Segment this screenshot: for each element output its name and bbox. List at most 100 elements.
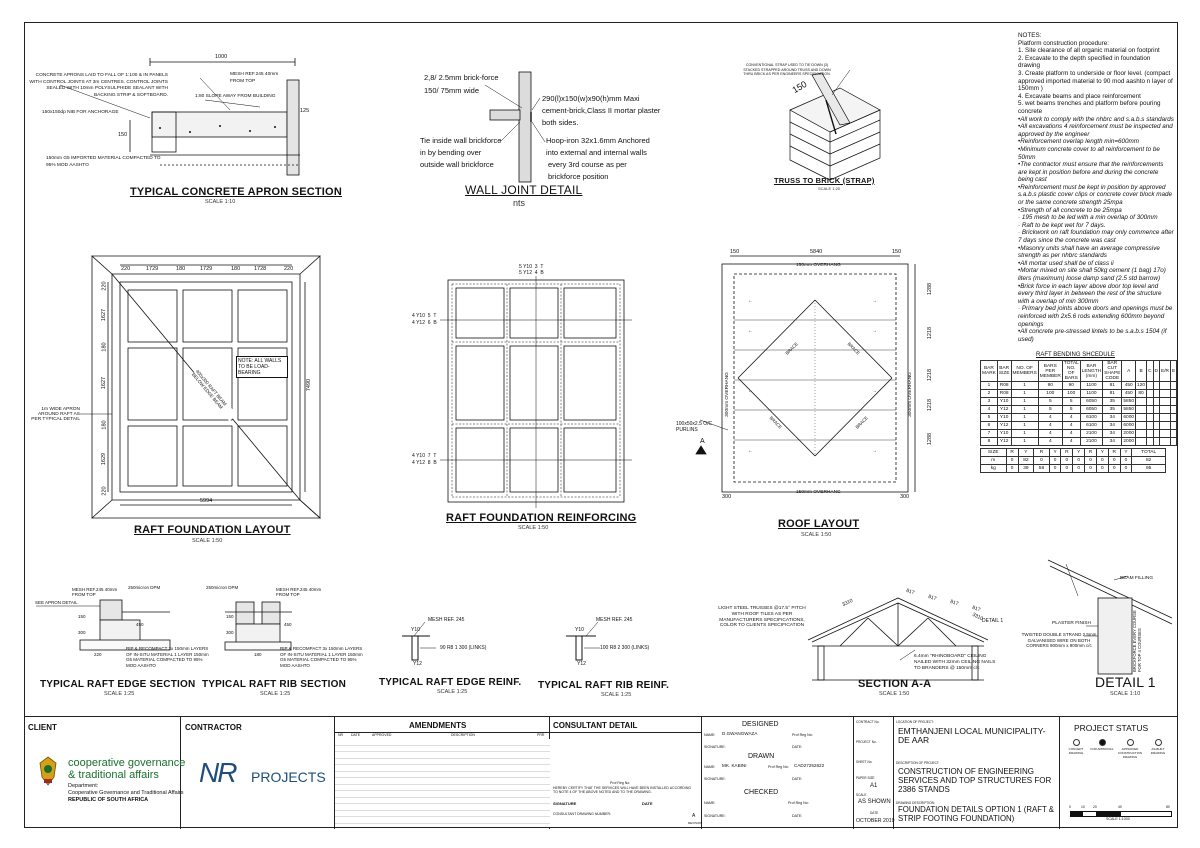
amend-header: APPROVED xyxy=(372,733,392,737)
amend-header: DATE xyxy=(351,733,361,737)
raft-layout-scale: SCALE 1:50 xyxy=(192,538,223,544)
bending-header-row: BAR MARK BAR SIZE NO. OF MEMBERS BARS PE… xyxy=(980,360,1178,382)
wall-joint-label-7: in by bending over xyxy=(420,148,482,157)
revision-label: REVISION xyxy=(688,821,703,825)
apron-note-nib: 150x150dp NIB FOR ANCHORAGE xyxy=(42,110,119,115)
section-aa-detail-tag: DETAIL 1 xyxy=(982,618,1004,624)
truss-note: CONVENTIONAL STRAP USED TO TIE DOWN (3) … xyxy=(743,63,831,76)
status-item-label: APPROVED CONSTRUCTION DRAWING xyxy=(1117,747,1143,759)
roof-overhang-bottom: 150mm OVERHANG xyxy=(796,490,841,495)
wall-joint-label-4: cement-brick,Class II mortar plaster xyxy=(542,106,661,115)
date-value: OCTOBER 2019 xyxy=(856,818,895,824)
client-label: CLIENT xyxy=(28,723,57,732)
designed-signature-label: SIGNATURE: xyxy=(704,745,726,749)
notes-item: · 195 mesh to be led with a min overlap … xyxy=(1018,214,1158,222)
drawn-date-label: DATE: xyxy=(792,777,803,781)
client-cell: CLIENT cooperative governance & traditio… xyxy=(24,717,185,829)
designed-prof-reg: Prof Reg No: xyxy=(792,733,813,737)
truss-title: TRUSS TO BRICK (STRAP) xyxy=(774,176,875,185)
edge-label-mesh: MESH REF.245 40mm FROM TOP xyxy=(72,587,118,597)
designed-label: DESIGNED xyxy=(742,721,779,728)
notes-item: · Raft to be kept wet for 7 days. xyxy=(1018,221,1106,229)
edge-label-dpm: 250micron DPM xyxy=(128,585,161,590)
raft-reinforcing-scale: SCALE 1:50 xyxy=(518,525,549,531)
wall-joint-label-8: outside wall brickforce xyxy=(420,160,494,169)
consultant-prof-reg: Prof Reg No: xyxy=(610,781,631,785)
bending-cell: 1 xyxy=(1010,437,1039,446)
apron-note-joints: CONCRETE APRONS LAID TO FALL OF 1:100 & … xyxy=(29,73,168,98)
drawing-desc-value: FOUNDATION DETAILS OPTION 1 (RAFT & STRI… xyxy=(898,805,1054,823)
scale-label: SCALE xyxy=(856,793,867,797)
raft-top-dim: 1728 xyxy=(254,266,267,272)
notes-item: •Mortar mixed on site shall 50kg cement … xyxy=(1018,267,1166,282)
svg-text:←: ← xyxy=(748,298,753,304)
edge-reinf-mesh: MESH REF. 245 xyxy=(428,617,465,623)
scale-bar-tick: 80 xyxy=(1166,805,1170,809)
bending-cell xyxy=(1169,437,1178,446)
bending-schedule-title: RAFT BENDING SHCEDULE xyxy=(1036,352,1115,358)
wall-joint-label-2: 150/ 75mm wide xyxy=(424,86,480,95)
reinf-top-tag: 5 Y10 3 T xyxy=(519,264,543,270)
status-item: CONCEPT DRAWING xyxy=(1064,739,1088,755)
edge-dim: 300 xyxy=(78,630,86,635)
roof-layout-title: ROOF LAYOUT xyxy=(778,518,860,530)
consultant-divider xyxy=(550,732,702,733)
rib-dim: 450 xyxy=(284,622,292,627)
reinf-mark: 6 xyxy=(427,320,431,326)
notes-item: •Reinforcement must be kept in position … xyxy=(1018,183,1172,207)
edge-reinf-scale: SCALE 1:25 xyxy=(437,689,468,695)
notes-item: •Reinforcement overlap length min=600mm xyxy=(1018,138,1140,146)
drawn-label: DRAWN xyxy=(748,753,775,760)
description-value: CONSTRUCTION OF ENGINEERING SERVICES AND… xyxy=(898,767,1052,794)
notes-item: 4. Excavate beams and place reinforcemen… xyxy=(1018,92,1141,100)
roof-top-dim: 150 xyxy=(730,249,740,255)
section-aa-title: SECTION A-A xyxy=(858,678,932,690)
bending-cell xyxy=(1152,437,1161,446)
section-aa-scale: SCALE 1:50 xyxy=(879,691,910,697)
svg-text:→: → xyxy=(872,328,877,334)
svg-text:→: → xyxy=(872,298,877,304)
amendments-label: AMENDMENTS xyxy=(409,721,467,730)
notes-item: · Brickwork on raft foundation may only … xyxy=(1018,229,1174,245)
reinf-left-tag: 4 Y12 6 B xyxy=(412,320,437,326)
status-item-label: FOR APPROVAL xyxy=(1090,747,1114,751)
reinf-mark: 7 xyxy=(427,453,431,459)
raft-top-dim: 180 xyxy=(176,266,186,272)
amend-divider xyxy=(335,732,550,733)
scale-value: AS SHOWN xyxy=(858,799,891,805)
location-value: EMTHANJENI LOCAL MUNICIPALITY- DE AAR xyxy=(898,726,1046,745)
cogta-line-1: cooperative governance xyxy=(68,757,186,769)
notes-item: •The contractor must ensure that the rei… xyxy=(1018,161,1164,184)
wall-joint-label-6: Tie inside wall brickforce xyxy=(420,136,502,145)
checked-prof-reg: Prof Reg No: xyxy=(788,801,809,805)
apron-dim-side: 150 xyxy=(118,132,128,138)
roof-layout-scale: SCALE 1:50 xyxy=(801,532,832,538)
wall-joint-label-12: brickforce position xyxy=(548,172,609,181)
reinf-top-bar: 5 Y10 xyxy=(519,264,532,270)
edge-dim: 220 xyxy=(94,652,102,657)
cogta-rsa: REPUBLIC OF SOUTH AFRICA xyxy=(68,797,149,803)
scale-bar xyxy=(1070,811,1172,817)
section-aa-ceiling-note: 6.4mm "RHINOBOARD" CEILING NAILED WITH 3… xyxy=(914,654,996,671)
checked-name-label: NAME: xyxy=(704,801,716,805)
bending-schedule-table: BAR MARK BAR SIZE NO. OF MEMBERS BARS PE… xyxy=(980,360,1178,446)
status-radio-icon xyxy=(1126,739,1134,746)
status-item-label: CONCEPT DRAWING xyxy=(1068,747,1084,755)
cogta-dept: Department: xyxy=(68,783,99,789)
raft-apron-note: 1m WIDE APRON AROUND RAFT AS PER TYPICAL… xyxy=(31,407,80,422)
apron-title: TYPICAL CONCRETE APRON SECTION xyxy=(130,186,342,198)
apron-scale: SCALE 1:10 xyxy=(205,199,236,205)
amend-header: NR xyxy=(338,733,344,737)
apron-note-mesh: MESH REF.245 40mm FROM TOP xyxy=(230,72,279,84)
status-item: APPROVED CONSTRUCTION DRAWING xyxy=(1116,739,1144,759)
bending-header: TOTAL NO. OF BARS xyxy=(1061,360,1081,382)
amend-header: PRR xyxy=(537,733,545,737)
